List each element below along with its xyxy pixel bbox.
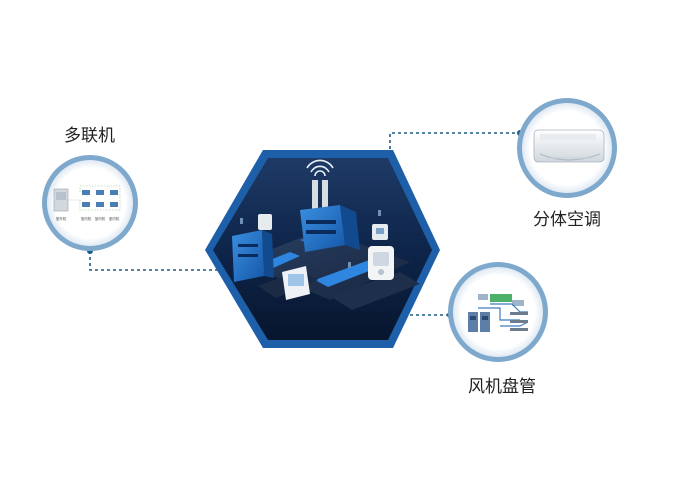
connector-split-ac (389, 132, 520, 203)
vrf-unit-label: 室外机 (56, 216, 67, 221)
central-hexagon (205, 150, 440, 348)
floor-platform (240, 230, 410, 300)
indoor-unit-grid (82, 190, 118, 207)
split-ac-circle (517, 98, 617, 198)
cabinet-device-icon (232, 230, 274, 282)
label-fan-coil: 风机盘管 (468, 377, 536, 397)
air-conditioner-icon (533, 129, 605, 163)
vrf-circle: 室外机 室内机 室内机 室内机 (42, 155, 138, 251)
controller-device-icon (368, 246, 394, 280)
fan-coil-circle (448, 262, 548, 362)
fan-coil-system-icon (468, 294, 529, 332)
gateway-device-icon (300, 180, 360, 252)
vrf-unit-label: 室内机 (95, 216, 106, 221)
dark-slab (330, 272, 420, 310)
signal-marks (240, 210, 381, 268)
vrf-unit-label: 室内机 (81, 216, 92, 221)
vrf-unit-label: 室内机 (109, 216, 120, 221)
wall-panel-icon (258, 214, 272, 230)
label-split-ac: 分体空调 (533, 210, 601, 230)
label-multi-split: 多联机 (64, 126, 115, 146)
wifi-icon (306, 159, 334, 177)
thermostat-icon (282, 266, 310, 300)
connector-vrf (89, 251, 228, 271)
